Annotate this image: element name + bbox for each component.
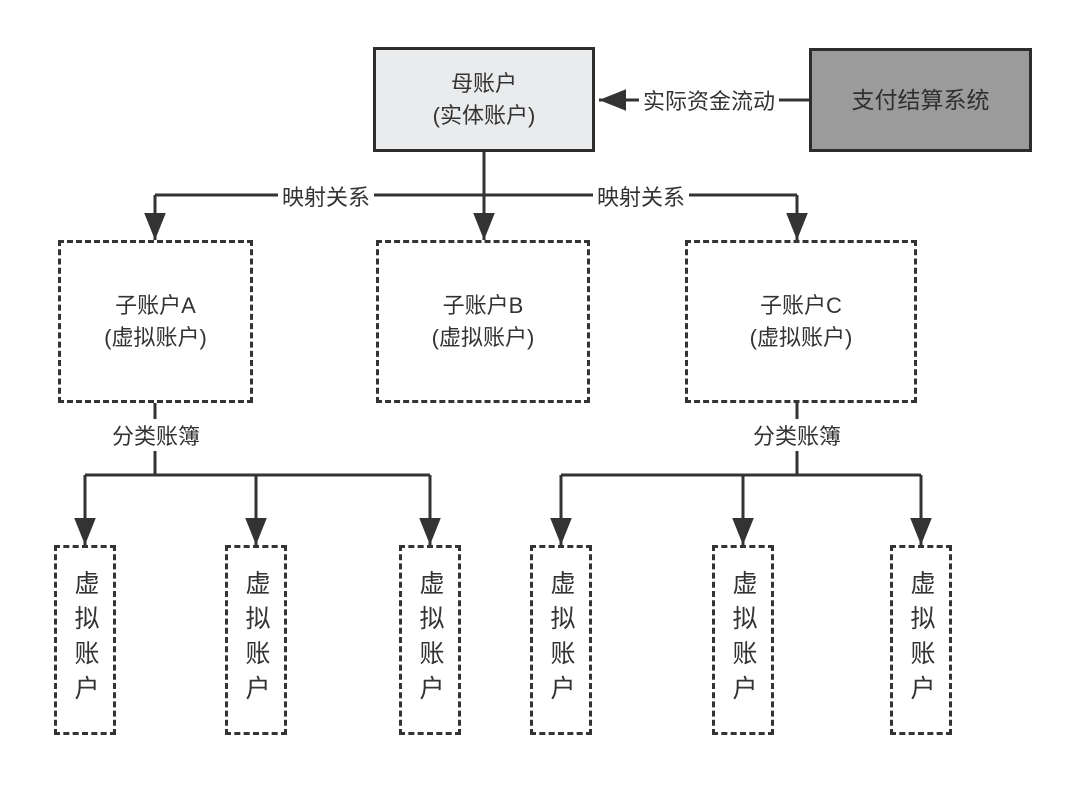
- sub-account-c-node: 子账户C (虚拟账户): [685, 240, 917, 403]
- virtual-account-node-5: 虚拟账户: [712, 545, 774, 735]
- sub-account-b-node: 子账户B (虚拟账户): [376, 240, 590, 403]
- ledger-left-edge-label: 分类账簿: [107, 419, 205, 451]
- mapping-left-edge-label: 映射关系: [277, 180, 375, 212]
- sub-account-a-node: 子账户A (虚拟账户): [58, 240, 253, 403]
- mapping-right-edge-label: 映射关系: [592, 180, 690, 212]
- ledger-rail-right: [561, 403, 921, 477]
- fund-flow-edge-label: 实际资金流动: [638, 84, 780, 116]
- parent-account-label-line1: 母账户: [450, 70, 517, 96]
- virtual-account-node-4: 虚拟账户: [530, 545, 592, 735]
- sub-account-a-label-line1: 子账户A: [115, 292, 196, 318]
- sub-account-b-label-line2: (虚拟账户): [431, 324, 535, 350]
- payment-system-label: 支付结算系统: [851, 87, 990, 113]
- virtual-account-node-2: 虚拟账户: [225, 545, 287, 735]
- virtual-account-label-2: 虚拟账户: [242, 570, 270, 710]
- virtual-account-node-1: 虚拟账户: [54, 545, 116, 735]
- virtual-account-label-6: 虚拟账户: [907, 570, 935, 710]
- payment-system-node: 支付结算系统: [809, 48, 1032, 152]
- virtual-account-label-3: 虚拟账户: [416, 570, 444, 710]
- virtual-account-label-4: 虚拟账户: [547, 570, 575, 710]
- virtual-account-node-3: 虚拟账户: [399, 545, 461, 735]
- sub-account-c-label-line1: 子账户C: [760, 292, 842, 318]
- virtual-account-label-5: 虚拟账户: [729, 570, 757, 710]
- ledger-right-edge-label: 分类账簿: [748, 419, 846, 451]
- parent-account-label-line2: (实体账户): [432, 102, 536, 128]
- virtual-account-node-6: 虚拟账户: [890, 545, 952, 735]
- sub-account-a-label-line2: (虚拟账户): [104, 324, 207, 350]
- virtual-account-label-1: 虚拟账户: [71, 570, 99, 710]
- sub-account-b-label-line1: 子账户B: [442, 292, 524, 318]
- parent-account-node: 母账户 (实体账户): [373, 47, 595, 152]
- sub-account-c-label-line2: (虚拟账户): [749, 324, 853, 350]
